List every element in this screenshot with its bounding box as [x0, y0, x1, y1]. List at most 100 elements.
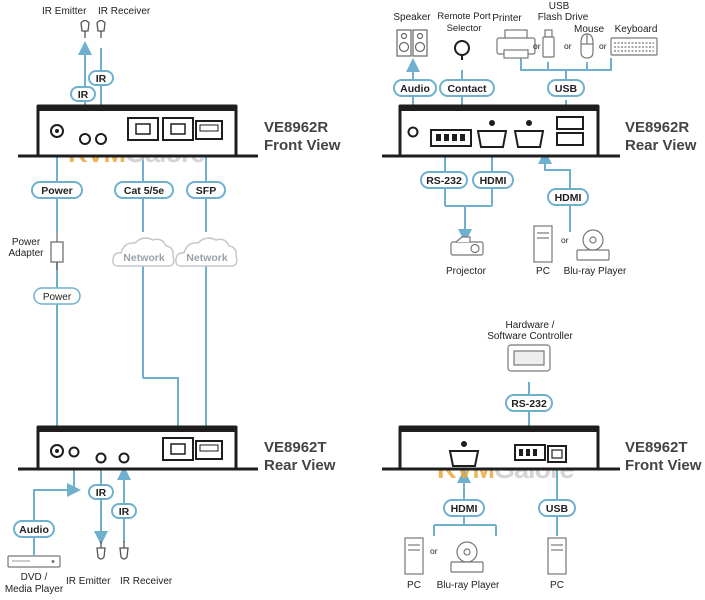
network-right-label: Network [186, 252, 228, 264]
rj45-port-icon [162, 117, 194, 141]
cat-pill: Cat 5/5e [114, 181, 174, 199]
network-cloud-left: Network [112, 237, 175, 267]
transmitter-rear-title: VE8962T [264, 439, 327, 456]
hdmi-pill: HDMI [472, 171, 514, 189]
controller-icon [507, 344, 551, 372]
audio-pill-label: Audio [400, 83, 430, 95]
dvd-player-icon [7, 555, 61, 568]
transmitter-front-subtitle: Front View [625, 457, 702, 474]
audio-pill-tx: Audio [13, 520, 55, 538]
power-adapter-label: Power [12, 237, 41, 248]
printer-label: Printer [492, 13, 522, 24]
contact-pill: Contact [439, 79, 495, 97]
cat-pill-label: Cat 5/5e [124, 185, 164, 197]
pc-tower-icon [547, 537, 567, 575]
ir-pill-label: IR [96, 487, 107, 499]
ir-emitter-port-icon [95, 452, 107, 464]
power-pill-label: Power [41, 185, 73, 197]
pc-label: PC [536, 266, 550, 277]
receiver-rear-device [382, 104, 620, 158]
rj45-port-icon [162, 437, 194, 461]
ir-receiver-icon [119, 541, 129, 560]
ir-pill-tx-left: IR [88, 484, 114, 500]
transmitter-front-title: VE8962T [625, 439, 688, 456]
contact-pill-label: Contact [447, 83, 487, 95]
transmitter-front-device [382, 425, 620, 471]
projector-icon [450, 236, 484, 256]
bluray-label: Blu-ray Player [564, 266, 627, 277]
sfp-pill-label: SFP [196, 185, 216, 197]
usb-pill-label: USB [555, 83, 578, 95]
usb-b-port-icon [547, 445, 567, 463]
ir-emitter-port-icon [79, 133, 91, 145]
hdmi-pill-tx: HDMI [443, 499, 485, 517]
receiver-rear-subtitle: Rear View [625, 137, 697, 154]
controller-label-2: Software Controller [487, 331, 573, 342]
mouse-icon [580, 33, 594, 59]
keyboard-icon [610, 37, 658, 56]
remote-selector-label-2: Selector [447, 23, 482, 34]
keyboard-label: Keyboard [615, 24, 658, 35]
hdmi-out-port-icon [476, 130, 508, 148]
hdmi-pill-label: HDMI [555, 192, 582, 204]
ir-pill-label: IR [96, 73, 107, 85]
speaker-label: Speaker [393, 12, 431, 23]
tx-ir-receiver-label: IR Receiver [120, 576, 173, 587]
power-pill-lower-label: Power [43, 292, 72, 303]
or-label: or [599, 41, 607, 51]
hdmi-pill-label: HDMI [451, 503, 478, 515]
power-pill: Power [31, 181, 83, 199]
speaker-icon [396, 29, 428, 57]
power-adapter-icon [50, 232, 64, 270]
usb-pill-label: USB [546, 503, 569, 515]
printer-icon [496, 29, 536, 59]
usb-flash-label-2: Flash Drive [538, 12, 589, 23]
rs232-pill: RS-232 [420, 171, 468, 189]
mouse-label: Mouse [574, 24, 604, 35]
hdmi-pill-input: HDMI [547, 188, 589, 206]
power-adapter-label-2: Adapter [8, 248, 44, 259]
network-left-label: Network [123, 252, 165, 264]
or-label: or [561, 235, 569, 245]
ir-receiver-port-icon [118, 452, 130, 464]
rs232-pill-label: RS-232 [511, 398, 547, 410]
ir-receiver-port-icon [95, 133, 107, 145]
ir-pill-tx-right: IR [111, 503, 137, 519]
ir-pill-left: IR [70, 86, 96, 102]
controller-label: Hardware / [506, 320, 555, 331]
receiver-front-subtitle: Front View [264, 137, 341, 154]
rs232-pill-label: RS-232 [426, 175, 462, 187]
transmitter-rear-device [18, 425, 258, 471]
or-label: or [564, 41, 572, 51]
audio-pill-label: Audio [19, 524, 49, 536]
pc-tower-icon [533, 225, 553, 263]
ir-pill-right: IR [88, 70, 114, 86]
usb-port-icon [556, 116, 584, 130]
or-label: or [533, 41, 541, 51]
dvd-label-2: Media Player [5, 584, 64, 595]
usb-port-icon [556, 132, 584, 146]
ir-emitter-label: IR Emitter [42, 6, 87, 17]
network-cloud-right: Network [175, 237, 238, 267]
usb-flash-label: USB [549, 1, 570, 12]
bluray-player-icon [450, 541, 484, 573]
rs232-pill-tx: RS-232 [505, 394, 553, 412]
pc-left-label: PC [407, 580, 421, 591]
remote-selector-label: Remote Port [437, 11, 491, 22]
usb-pill: USB [547, 79, 585, 97]
pc-tower-icon [404, 537, 424, 575]
ir-receiver-icon [96, 19, 106, 38]
receiver-front-title: VE8962R [264, 119, 328, 136]
remote-selector-icon [454, 40, 470, 60]
ir-receiver-label: IR Receiver [98, 6, 151, 17]
usb-flash-drive-icon [542, 29, 555, 58]
audio-port-icon [407, 126, 419, 138]
pc-right-label: PC [550, 580, 564, 591]
power-pill-lower: Power [33, 287, 81, 305]
hdmi-pill-label: HDMI [480, 175, 507, 187]
receiver-front-device [18, 104, 258, 158]
tx-ir-emitter-label: IR Emitter [66, 576, 111, 587]
ir-emitter-icon [80, 19, 90, 38]
bluray-player-icon [576, 229, 610, 261]
